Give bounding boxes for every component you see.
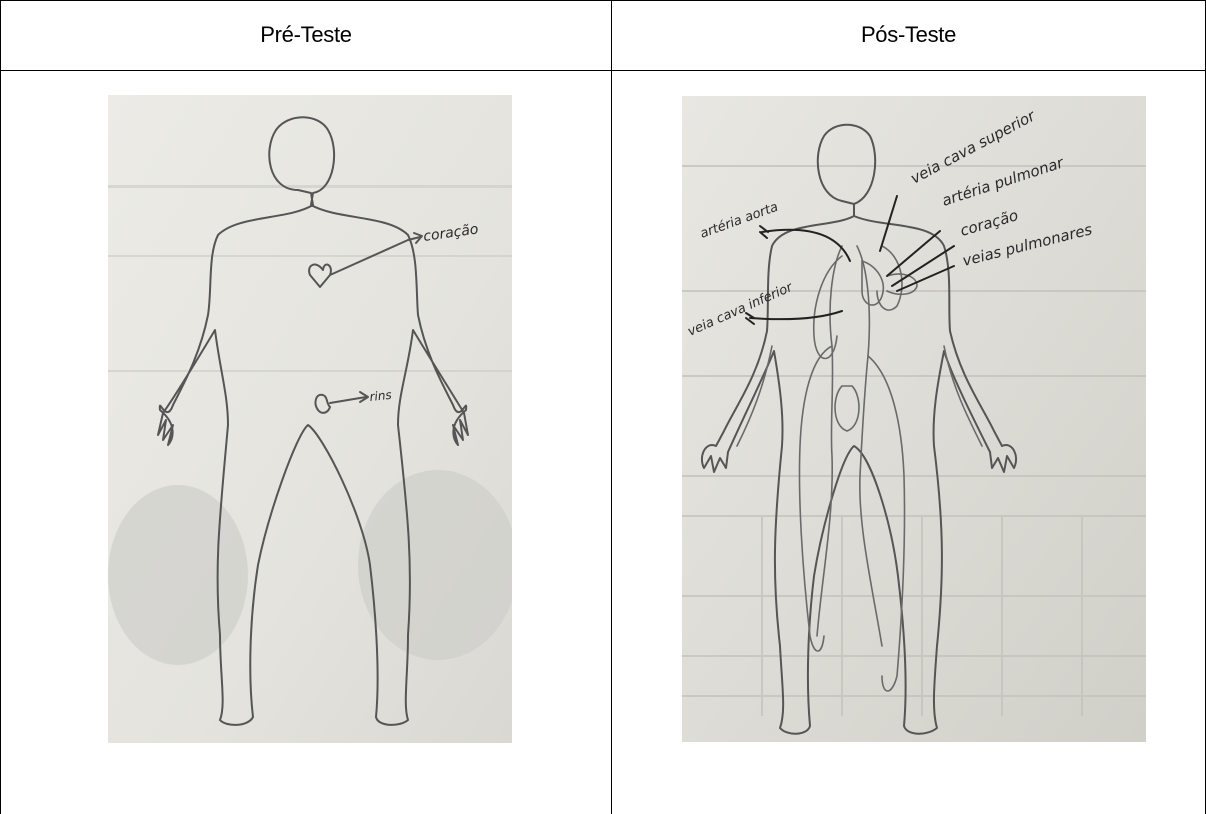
table-header-divider (0, 70, 1206, 71)
header-post-test: Pós-Teste (612, 0, 1205, 70)
table-left-border (0, 0, 1, 814)
header-pre-test: Pré-Teste (1, 0, 611, 70)
pre-annotation-kidney: rins (369, 388, 392, 404)
table-column-divider (611, 0, 612, 814)
pre-test-body-drawing-photo: coração rins (108, 95, 512, 743)
post-test-body-drawing-photo: veia cava superior artéria pulmonar cora… (682, 96, 1146, 742)
